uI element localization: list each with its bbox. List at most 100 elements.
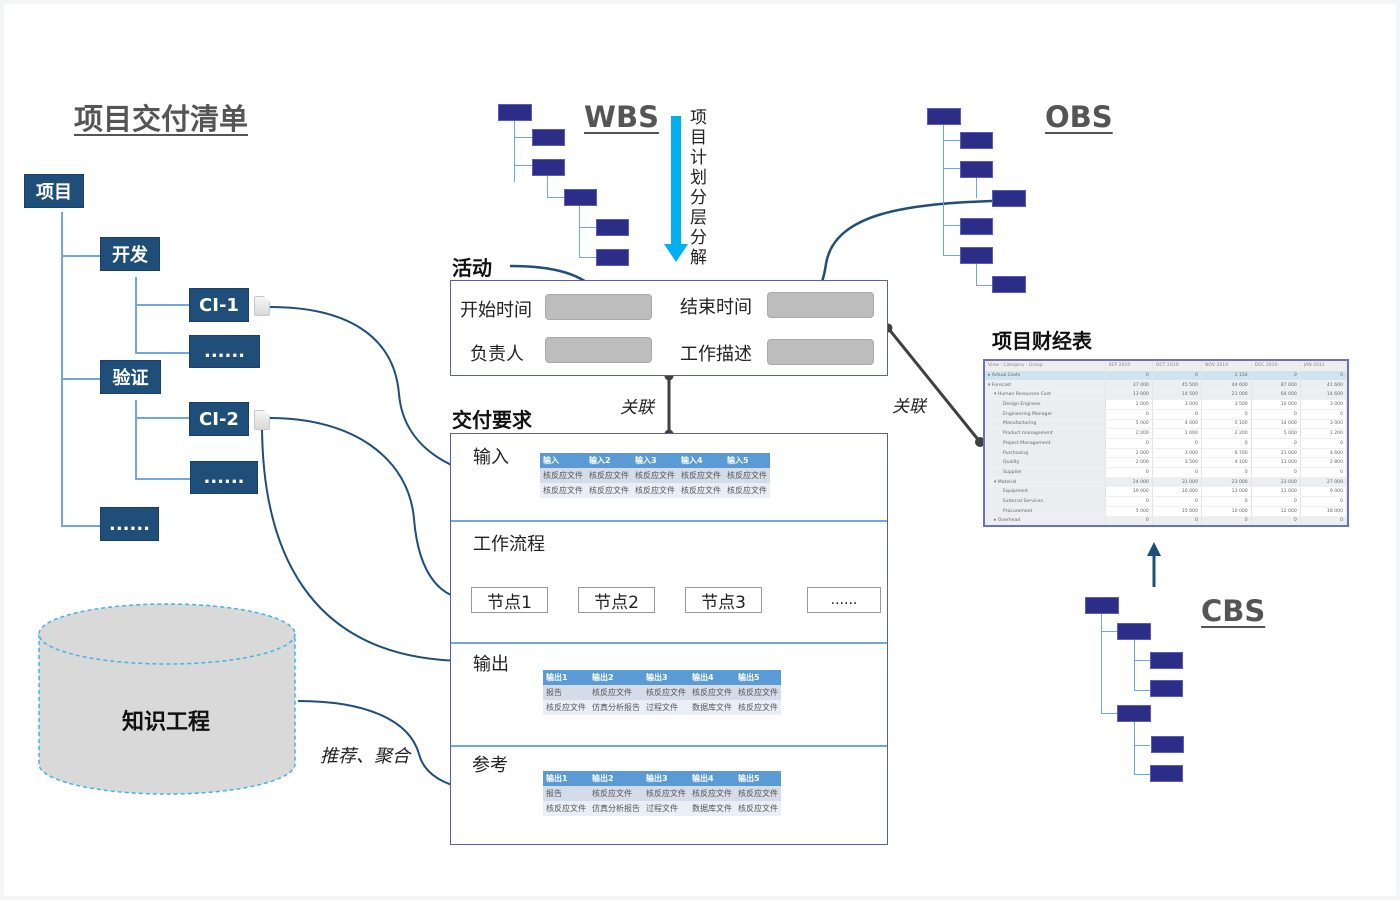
finance-cell: 21 000 (1201, 390, 1252, 401)
obs-node (960, 247, 993, 264)
table-cell: 核反应文件 (689, 786, 735, 801)
output-section-title: 输出 (473, 654, 509, 675)
finance-row-label: Purchasing (985, 448, 1106, 459)
finance-cell: 0 (1152, 438, 1202, 449)
start-time-field[interactable] (545, 294, 652, 320)
tree-node-dev-more[interactable]: ...... (189, 335, 260, 368)
table-cell: 核反应文件 (678, 468, 724, 483)
finance-cell: 0 (1300, 516, 1347, 525)
owner-field[interactable] (545, 337, 652, 363)
workflow-node-1[interactable]: 节点1 (471, 587, 548, 613)
table-cell: 输出2 (589, 771, 643, 786)
finance-heading: 项目财经表 (992, 329, 1092, 353)
finance-cell: 3 000 (1152, 448, 1202, 459)
wbs-node (532, 159, 565, 176)
requirements-heading: 交付要求 (452, 408, 532, 432)
table-cell: 输出5 (735, 670, 781, 685)
table-cell: 输出4 (689, 771, 735, 786)
finance-cell: 0 (1105, 496, 1153, 507)
table-cell: 核反应文件 (735, 786, 781, 801)
table-cell: 数据库文件 (689, 700, 735, 715)
finance-cell: 0 (1251, 516, 1301, 525)
workflow-node-3[interactable]: 节点3 (685, 587, 762, 613)
table-cell: 核反应文件 (543, 700, 589, 715)
finance-cell: 0 (1201, 409, 1252, 420)
input-section-title: 输入 (473, 447, 509, 468)
finance-cell: 4 100 (1201, 457, 1252, 469)
finance-cell: 13 000 (1251, 457, 1301, 469)
finance-cell: 23 000 (1201, 477, 1252, 488)
tree-node-verify[interactable]: 验证 (100, 360, 161, 394)
wbs-node (564, 189, 597, 206)
finance-cell: 5 100 (1201, 419, 1252, 430)
table-cell: 核反应文件 (586, 483, 632, 498)
finance-column-header: View : Category : Group (985, 361, 1106, 372)
diagram-canvas: 项目交付清单 项目 开发 CI-1 ...... 验证 CI-2 ...... … (4, 4, 1396, 896)
table-cell: 仿真分析报告 (589, 801, 643, 816)
table-cell: 输入3 (632, 453, 678, 468)
workflow-node-2[interactable]: 节点2 (578, 587, 655, 613)
finance-cell: 14 000 (1251, 419, 1301, 430)
finance-row-label: Supplier (985, 467, 1106, 478)
table-cell: 输出2 (589, 670, 643, 685)
finance-cell: 0 (1300, 409, 1347, 420)
finance-cell: 0 (1201, 467, 1252, 478)
finance-cell: 0 (1152, 467, 1202, 478)
finance-column-header: OCT 2010 (1152, 361, 1202, 372)
table-row: 核反应文件仿真分析报告过程文件数据库文件核反应文件 (543, 801, 781, 816)
finance-cell: 2 000 (1105, 448, 1153, 459)
tree-node-ci2[interactable]: CI-2 (189, 402, 249, 436)
workflow-node-more[interactable]: ...... (807, 587, 881, 613)
finance-cell: 0 (1251, 467, 1301, 478)
tree-node-root-more[interactable]: ...... (100, 507, 159, 541)
tree-node-verify-more[interactable]: ...... (190, 461, 258, 494)
finance-cell: 6 700 (1201, 448, 1252, 459)
finance-cell: 0 (1201, 438, 1252, 449)
end-time-field[interactable] (767, 292, 874, 318)
tree-node-project[interactable]: 项目 (24, 174, 84, 208)
cbs-node (1150, 765, 1183, 782)
table-cell: 输入 (540, 453, 586, 468)
finance-cell: 2 000 (1105, 457, 1153, 469)
finance-row-label: ▾ Forecast (985, 380, 1106, 391)
finance-column-header: SEP 2010 (1105, 361, 1153, 372)
finance-cell: 4 600 (1300, 448, 1347, 459)
tree-node-ci1[interactable]: CI-1 (189, 288, 249, 322)
wbs-node (532, 129, 565, 146)
finance-row-label: ▸ Overhead (985, 516, 1106, 525)
table-cell: 核反应文件 (632, 468, 678, 483)
finance-row-label: Procurement (985, 506, 1106, 517)
table-cell: 输入4 (678, 453, 724, 468)
tree-node-dev[interactable]: 开发 (100, 237, 160, 271)
finance-row-label: Engineering Manager (985, 409, 1106, 420)
finance-cell: 0 (1105, 516, 1153, 525)
description-field[interactable] (767, 339, 874, 365)
table-row: 核反应文件核反应文件核反应文件核反应文件核反应文件 (540, 483, 770, 498)
wbs-title: WBS (584, 100, 659, 134)
finance-cell: 13 000 (1105, 390, 1153, 401)
section-divider (451, 745, 887, 747)
wbs-down-arrow (664, 244, 688, 262)
obs-node (960, 218, 993, 235)
tree-line (61, 212, 63, 527)
finance-column-header: NOV 2010 (1201, 361, 1252, 372)
finance-row-label: External Services (985, 496, 1106, 507)
table-cell: 核反应文件 (724, 468, 770, 483)
finance-cell: 1 000 (1152, 428, 1202, 439)
